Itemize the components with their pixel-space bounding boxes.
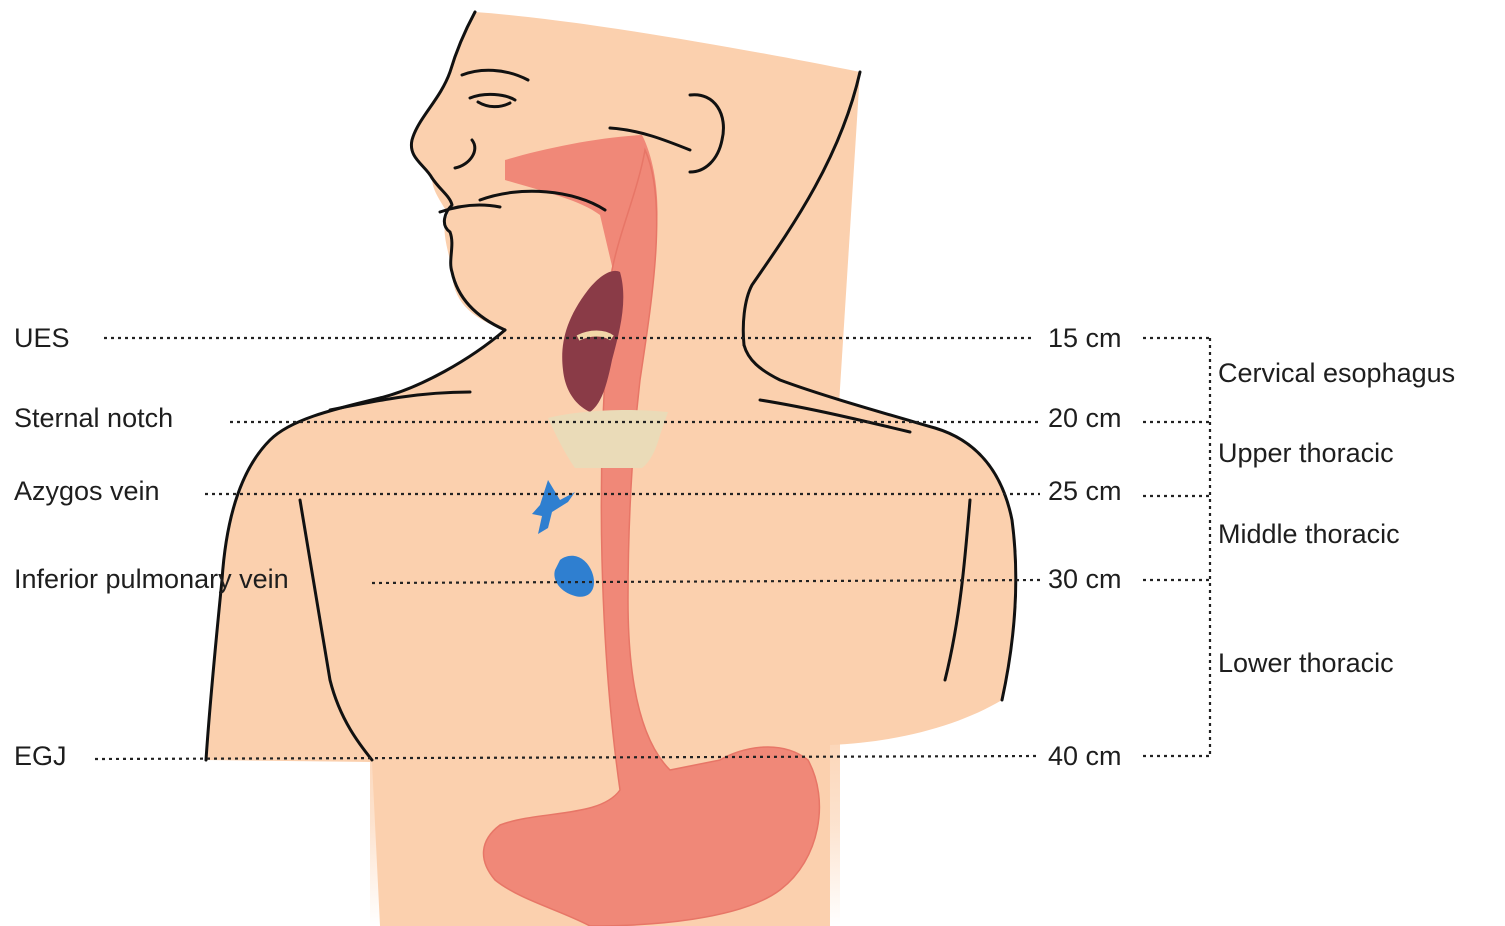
distance-label-15: 15 cm — [1048, 325, 1122, 352]
segment-label-cervical: Cervical esophagus — [1218, 360, 1455, 387]
landmark-label-inferior-pulmonary-vein: Inferior pulmonary vein — [14, 566, 289, 593]
segment-label-lower-thoracic: Lower thoracic — [1218, 650, 1394, 677]
segment-label-middle-thoracic: Middle thoracic — [1218, 521, 1400, 548]
landmark-label-azygos-vein: Azygos vein — [14, 478, 160, 505]
segment-label-upper-thoracic: Upper thoracic — [1218, 440, 1394, 467]
landmark-label-egj: EGJ — [14, 743, 67, 770]
landmark-label-ues: UES — [14, 325, 70, 352]
distance-label-20: 20 cm — [1048, 405, 1122, 432]
distance-label-40: 40 cm — [1048, 743, 1122, 770]
landmark-label-sternal-notch: Sternal notch — [14, 405, 173, 432]
distance-label-30: 30 cm — [1048, 566, 1122, 593]
distance-label-25: 25 cm — [1048, 478, 1122, 505]
